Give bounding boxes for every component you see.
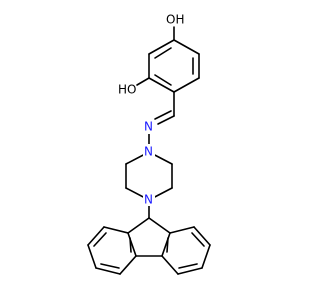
bond-ch-n-double-1 [157,115,175,125]
structure-canvas: OH HO N N N [87,12,211,275]
bond-ch-n-double-2 [154,110,172,120]
atom-label-imine-nitrogen: N [144,120,153,134]
atom-label-oh-top: OH [166,13,184,27]
atom-label-ho-left: HO [118,83,136,97]
fluorene-right-benzene [161,226,211,275]
fluorene-left-benzene [87,226,137,275]
atom-label-piperazine-nitrogen-top: N [144,145,153,159]
fluorene-five-ring [127,217,171,257]
molecule-structure: OH HO N N N [87,13,211,275]
bond-c-oh-left [136,77,150,86]
atom-label-piperazine-nitrogen-bottom: N [144,193,153,207]
resorcinol-ring [148,39,200,93]
